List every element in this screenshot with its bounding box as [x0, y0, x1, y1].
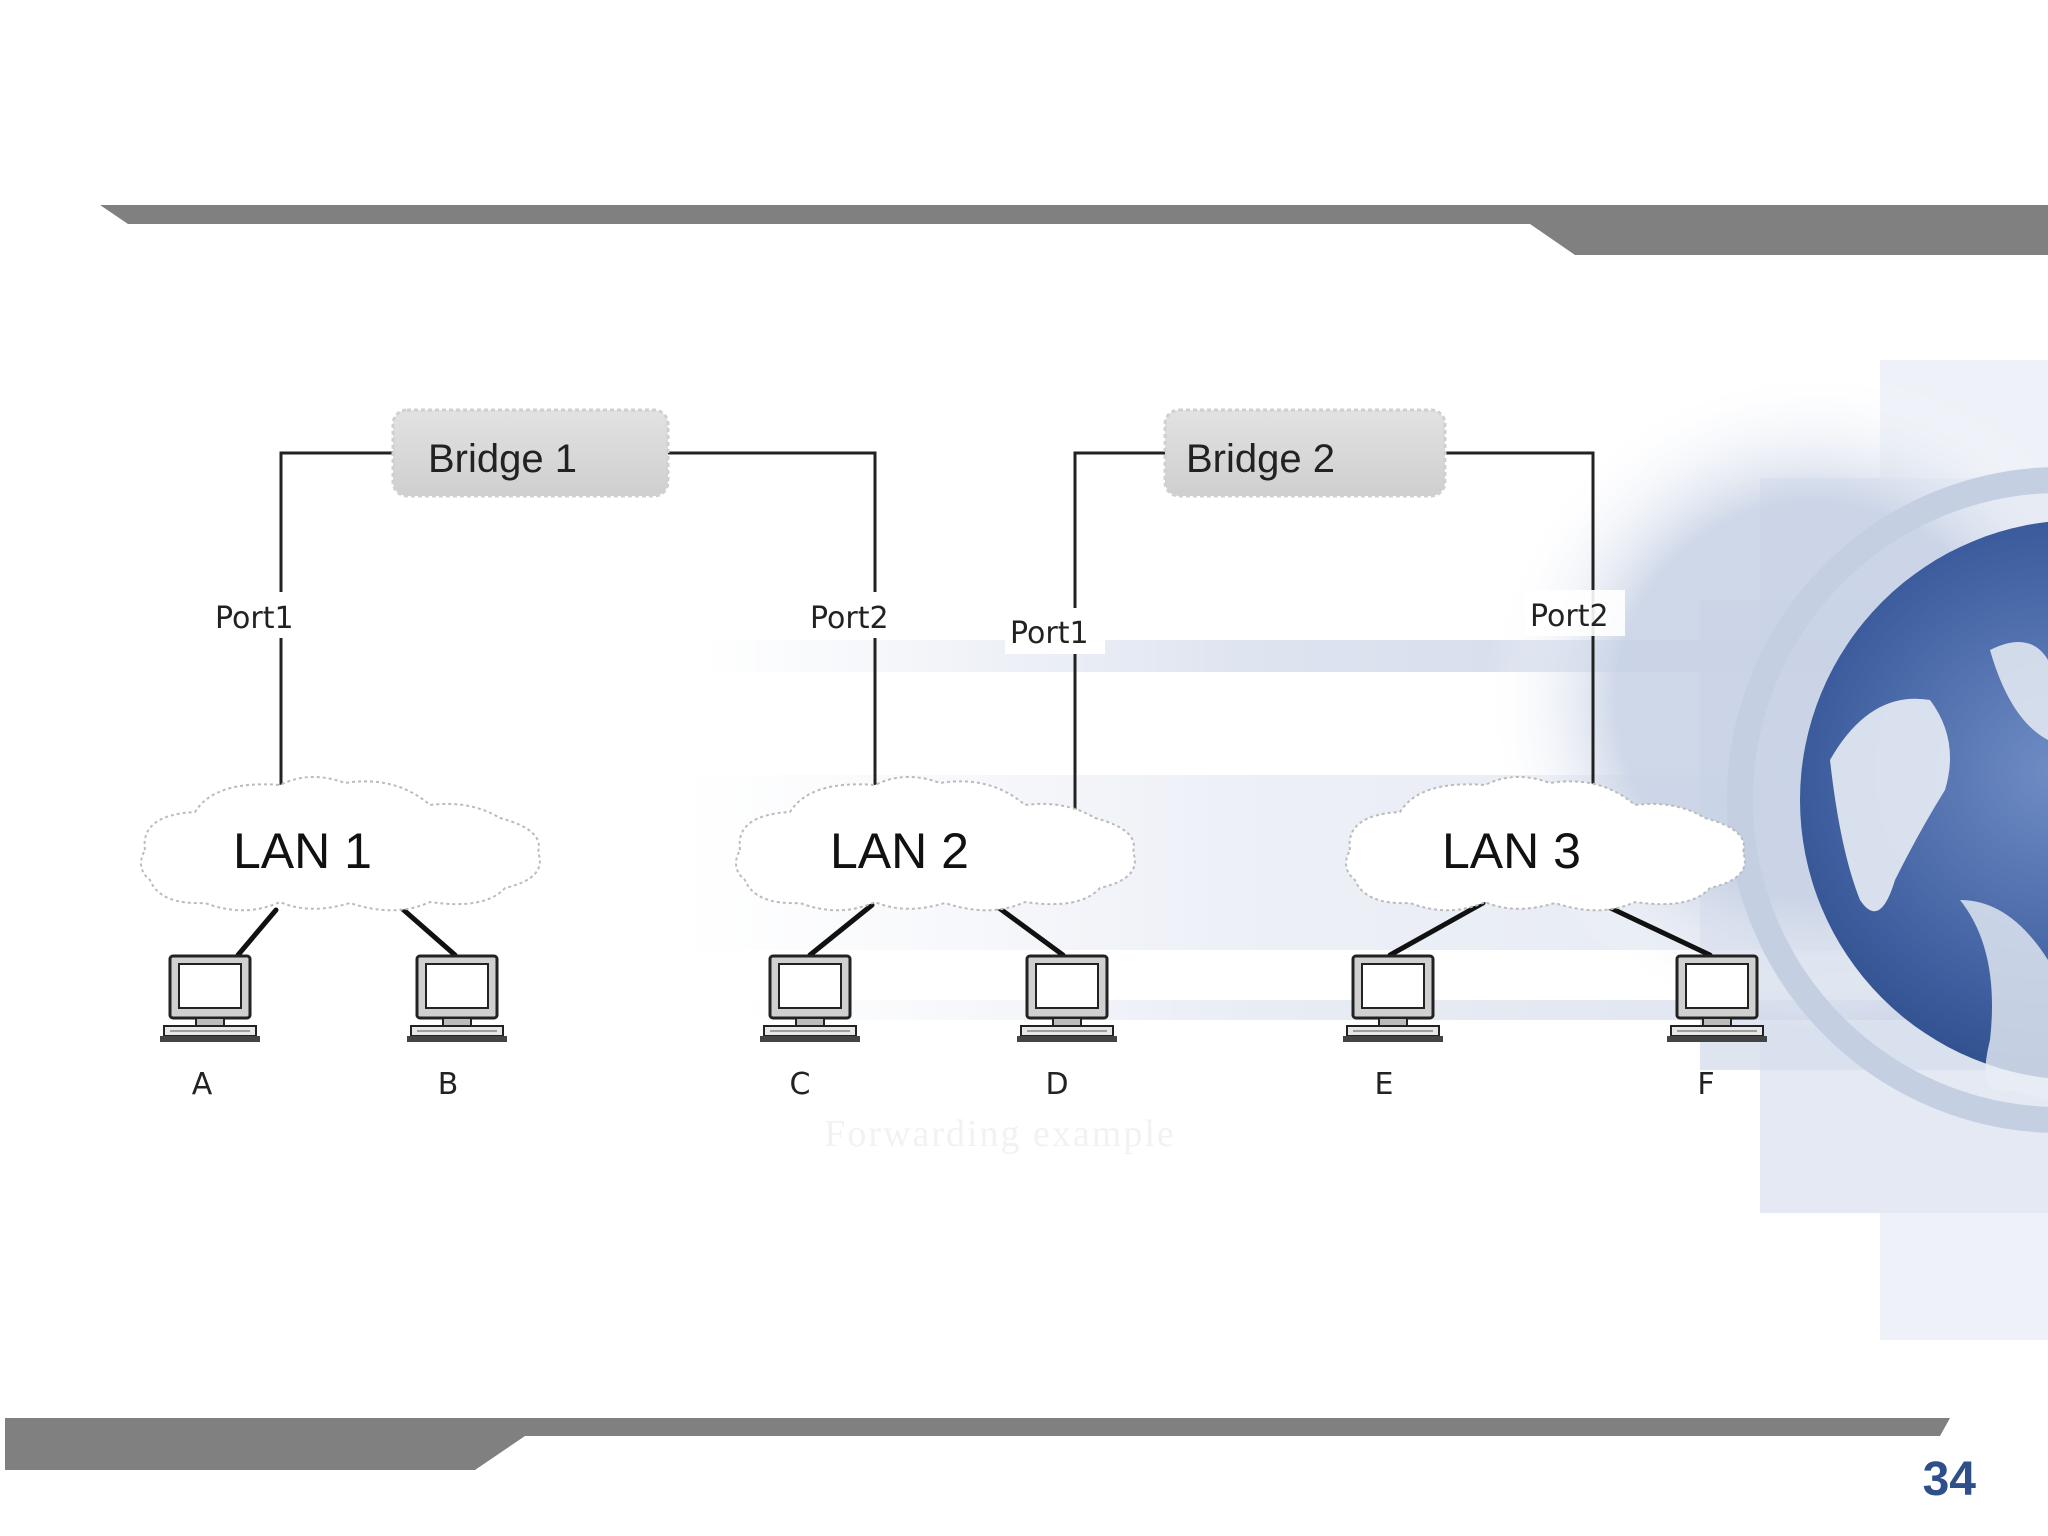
bridge-1-label: Bridge 1	[428, 437, 577, 481]
bridge-1: Bridge 1	[391, 408, 670, 498]
computer-icon	[1665, 954, 1769, 1044]
lan-2-label: LAN 2	[830, 823, 969, 879]
port-label: Port2	[810, 601, 889, 636]
host-label: A	[192, 1067, 213, 1102]
connection-lines	[279, 451, 1595, 820]
top-accent-bar	[100, 205, 2048, 255]
computer-icon	[158, 954, 262, 1044]
bridge-2: Bridge 2	[1163, 408, 1447, 498]
lan-3-cloud: LAN 3	[1345, 775, 1746, 912]
host-label: D	[1045, 1067, 1068, 1102]
port-label: Port2	[1530, 599, 1609, 634]
host-label: B	[438, 1067, 459, 1102]
host-label: E	[1375, 1067, 1394, 1102]
host-label: C	[790, 1067, 811, 1102]
computer-icon	[1015, 954, 1119, 1044]
host-links	[235, 900, 1713, 958]
lan-1-cloud: LAN 1	[140, 775, 541, 912]
bridge-2-label: Bridge 2	[1186, 437, 1335, 481]
computer-icon	[1341, 954, 1445, 1044]
port-label: Port1	[215, 601, 294, 636]
host-label: F	[1697, 1067, 1714, 1102]
lan-1-label: LAN 1	[233, 823, 372, 879]
page-number: 34	[1922, 1453, 1976, 1506]
lan-2-cloud: LAN 2	[735, 775, 1136, 912]
figure-caption: Forwarding example	[824, 1113, 1176, 1155]
computer-icon	[758, 954, 862, 1044]
lan-3-label: LAN 3	[1442, 823, 1581, 879]
computer-icon	[405, 954, 509, 1044]
bottom-accent-bar	[5, 1418, 1950, 1470]
port-label: Port1	[1010, 616, 1089, 651]
